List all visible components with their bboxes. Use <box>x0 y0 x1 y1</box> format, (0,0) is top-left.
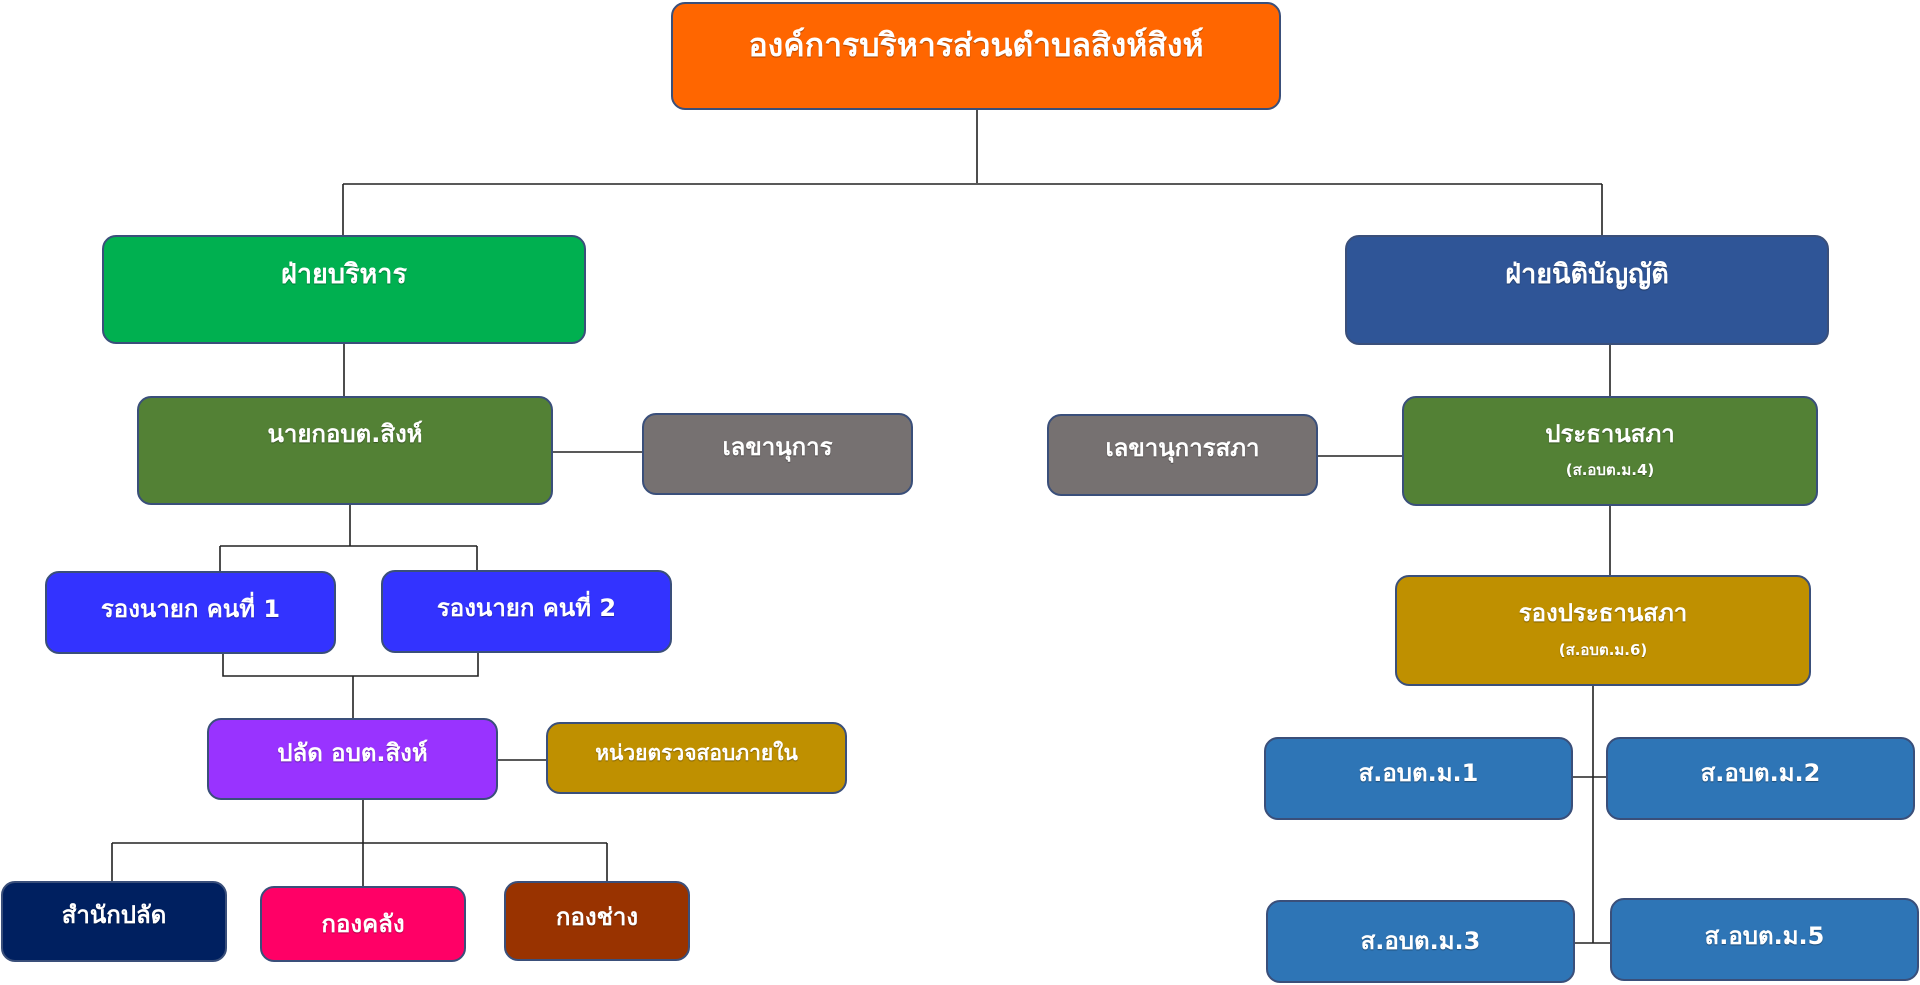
node-audit: หน่วยตรวจสอบภายใน <box>546 722 847 794</box>
node-leg-label: ฝ่ายนิติบัญญัติ <box>1505 259 1669 290</box>
node-vice-chair: รองประธานสภา (ส.อบต.ม.6) <box>1395 575 1811 686</box>
node-member-3: ส.อบต.ม.3 <box>1266 900 1575 983</box>
node-chair-label: ประธานสภา <box>1545 419 1675 448</box>
node-office: สำนักปลัด <box>1 881 227 962</box>
node-member-2-label: ส.อบต.ม.2 <box>1700 759 1821 788</box>
node-vice-chair-sub: (ส.อบต.ม.6) <box>1558 640 1648 659</box>
connector-deputies-palad <box>222 653 479 719</box>
node-finance: กองคลัง <box>260 886 466 962</box>
node-vice-chair-label: รองประธานสภา <box>1518 599 1688 628</box>
node-member-5: ส.อบต.ม.5 <box>1610 898 1919 981</box>
node-root: องค์การบริหารส่วนตำบลสิงห์สิงห์ <box>671 2 1281 110</box>
node-council-secretary-label: เลขานุการสภา <box>1105 433 1260 462</box>
connector-vicechair-members <box>1571 685 1612 944</box>
connector-palad-departments <box>111 798 608 887</box>
node-chair: ประธานสภา (ส.อบต.ม.4) <box>1402 396 1818 506</box>
node-member-1-label: ส.อบต.ม.1 <box>1358 759 1479 788</box>
node-root-label: องค์การบริหารส่วนตำบลสิงห์สิงห์ <box>748 26 1204 64</box>
node-deputy-1: รองนายก คนที่ 1 <box>45 571 336 654</box>
node-council-secretary: เลขานุการสภา <box>1047 414 1318 496</box>
node-exec-label: ฝ่ายบริหาร <box>281 259 407 290</box>
node-leg: ฝ่ายนิติบัญญัติ <box>1345 235 1829 345</box>
node-chair-sub: (ส.อบต.ม.4) <box>1565 461 1655 480</box>
node-member-1: ส.อบต.ม.1 <box>1264 737 1573 820</box>
node-member-2: ส.อบต.ม.2 <box>1606 737 1915 820</box>
node-deputy-2-label: รองนายก คนที่ 2 <box>436 594 617 623</box>
node-mayor: นายกอบต.สิงห์ <box>137 396 553 505</box>
node-engineer: กองช่าง <box>504 881 690 961</box>
node-engineer-label: กองช่าง <box>555 902 639 931</box>
node-finance-label: กองคลัง <box>321 909 405 938</box>
node-palad-label: ปลัด อบต.สิงห์ <box>277 738 428 767</box>
node-deputy-1-label: รองนายก คนที่ 1 <box>100 595 281 624</box>
connector-mayor-deputies <box>219 505 478 572</box>
node-exec: ฝ่ายบริหาร <box>102 235 586 344</box>
node-mayor-label: นายกอบต.สิงห์ <box>267 420 423 448</box>
node-palad: ปลัด อบต.สิงห์ <box>207 718 498 800</box>
node-member-5-label: ส.อบต.ม.5 <box>1704 922 1825 951</box>
node-deputy-2: รองนายก คนที่ 2 <box>381 570 672 653</box>
node-secretary: เลขานุการ <box>642 413 913 495</box>
node-secretary-label: เลขานุการ <box>722 432 833 461</box>
node-office-label: สำนักปลัด <box>61 901 167 930</box>
node-audit-label: หน่วยตรวจสอบภายใน <box>595 741 798 766</box>
node-member-3-label: ส.อบต.ม.3 <box>1360 927 1481 956</box>
